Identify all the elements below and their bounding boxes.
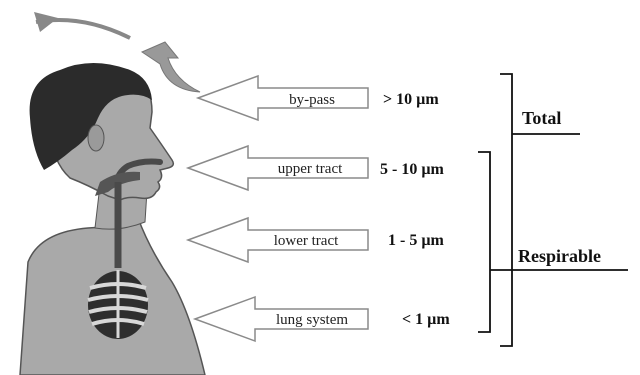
size-label-lower-tract: 1 - 5 µm (388, 232, 445, 249)
ear (87, 124, 105, 152)
size-label-by-pass: > 10 µm (383, 91, 439, 108)
arrow-label-by-pass: by-pass (289, 92, 335, 108)
respirable-label: Respirable (518, 246, 601, 266)
arrow-by-pass: by-pass (195, 74, 369, 122)
size-label-lung-system: < 1 µm (402, 311, 450, 328)
arrow-lung-system: lung system (192, 295, 369, 343)
hair (29, 63, 152, 170)
exhale-arrow-up (140, 41, 201, 93)
arrow-label-lung-system: lung system (276, 312, 348, 328)
arrow-label-upper-tract: upper tract (278, 161, 343, 177)
lungs (87, 270, 149, 339)
size-label-upper-tract: 5 - 10 µm (380, 161, 445, 178)
arrow-lower-tract: lower tract (185, 216, 369, 264)
respirable-bracket (478, 151, 628, 333)
total-label: Total (522, 108, 561, 128)
arrow-label-lower-tract: lower tract (274, 233, 339, 249)
arrow-upper-tract: upper tract (185, 144, 369, 192)
exhale-arrowhead-left (34, 12, 58, 32)
human-figure-illustration (19, 12, 206, 375)
total-bracket (500, 73, 580, 347)
